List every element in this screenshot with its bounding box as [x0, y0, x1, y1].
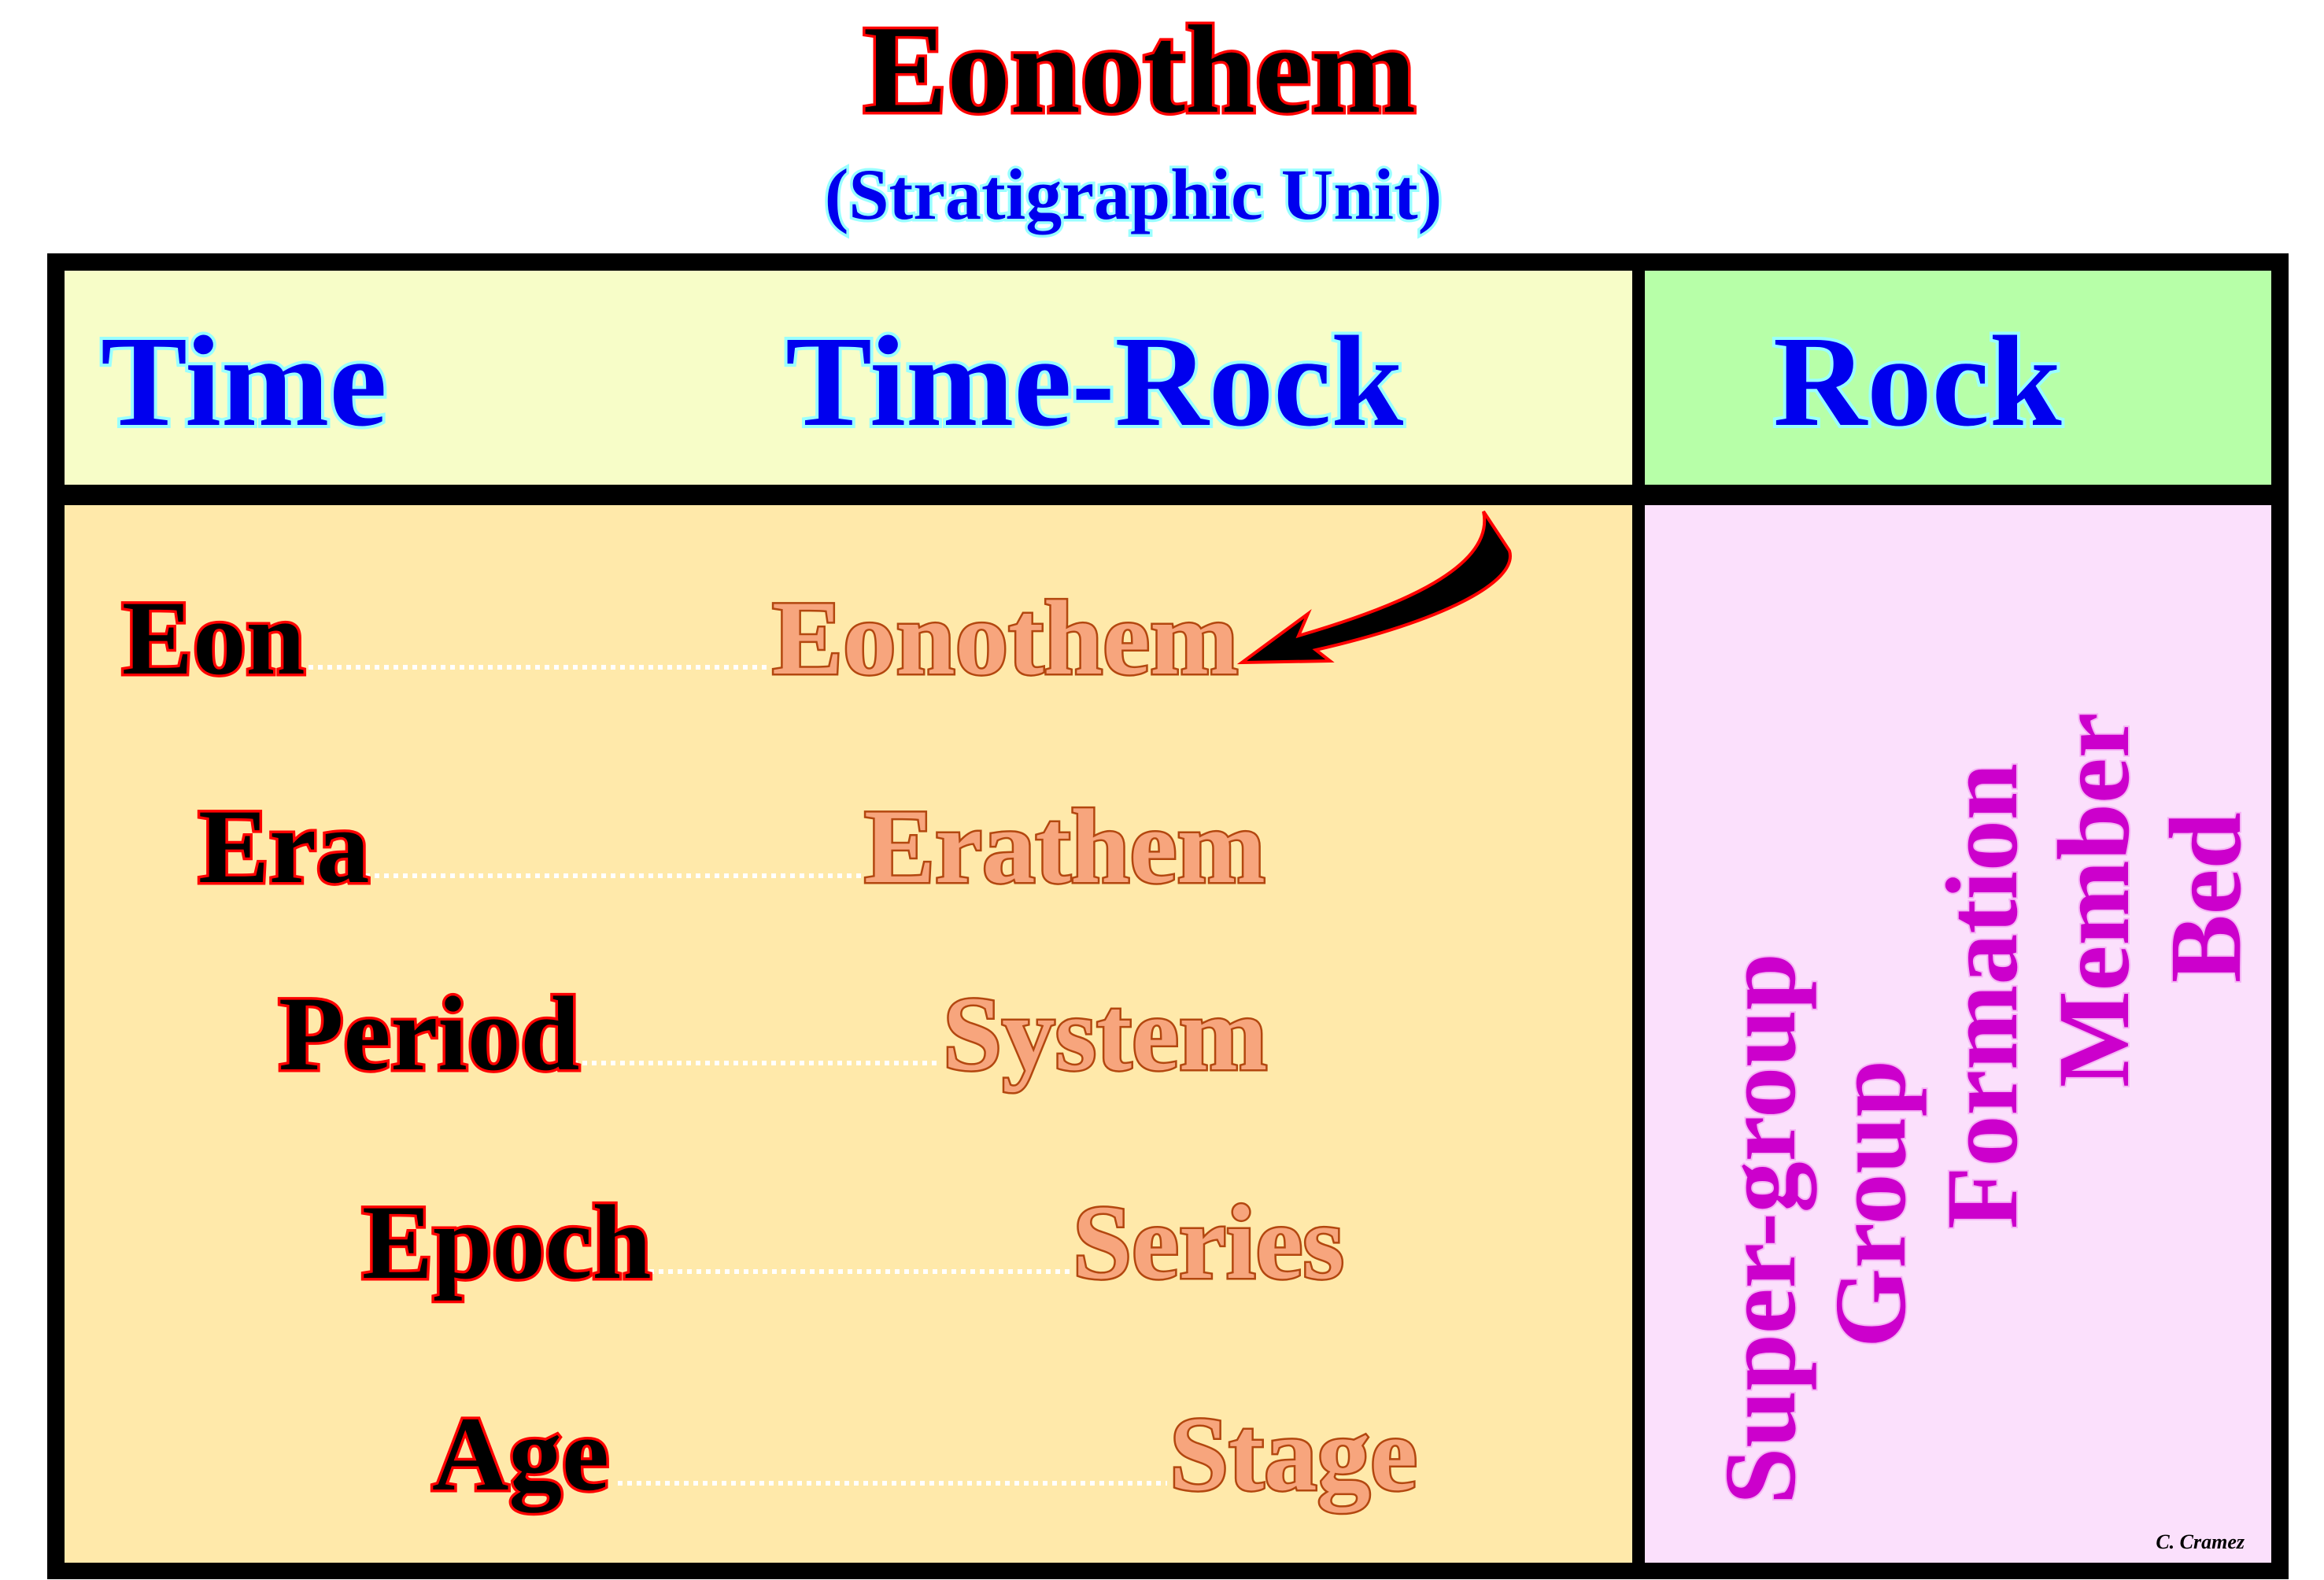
time-unit-period: Period: [279, 976, 579, 1093]
header-time: Time: [101, 309, 387, 453]
time-unit-age: Age: [432, 1396, 609, 1513]
rock-unit-bed: Bed: [2149, 812, 2263, 983]
title: Eonothem: [863, 0, 1416, 139]
time-unit-eon: Eon: [122, 580, 305, 697]
subtitle: (Stratigraphic Unit): [825, 154, 1442, 234]
rock-unit-group: Group: [1814, 1060, 1927, 1348]
header-rock: Rock: [1773, 309, 2062, 453]
curved-arrow-icon: [1236, 510, 1512, 665]
time-rock-unit-eonothem: Eonothem: [772, 580, 1239, 697]
body-time-cell: [65, 505, 1632, 1563]
body-rock-cell: [1645, 505, 2271, 1563]
rock-unit-formation: Formation: [1926, 763, 2039, 1229]
time-rock-unit-system: System: [943, 976, 1267, 1093]
time-rock-unit-series: Series: [1073, 1184, 1344, 1301]
rock-unit-member: Member: [2038, 713, 2151, 1087]
header-time-cell: [65, 271, 1632, 485]
header-rock-cell: [1645, 271, 2271, 485]
time-unit-epoch: Epoch: [362, 1184, 652, 1301]
author-signature: C. Cramez: [2156, 1530, 2245, 1553]
rock-unit-super-group: Super-group: [1704, 953, 1817, 1504]
time-rock-unit-stage: Stage: [1169, 1396, 1417, 1513]
header-time-rock: Time-Rock: [785, 309, 1403, 453]
time-unit-era: Era: [198, 788, 369, 906]
time-rock-unit-erathem: Erathem: [864, 788, 1265, 906]
